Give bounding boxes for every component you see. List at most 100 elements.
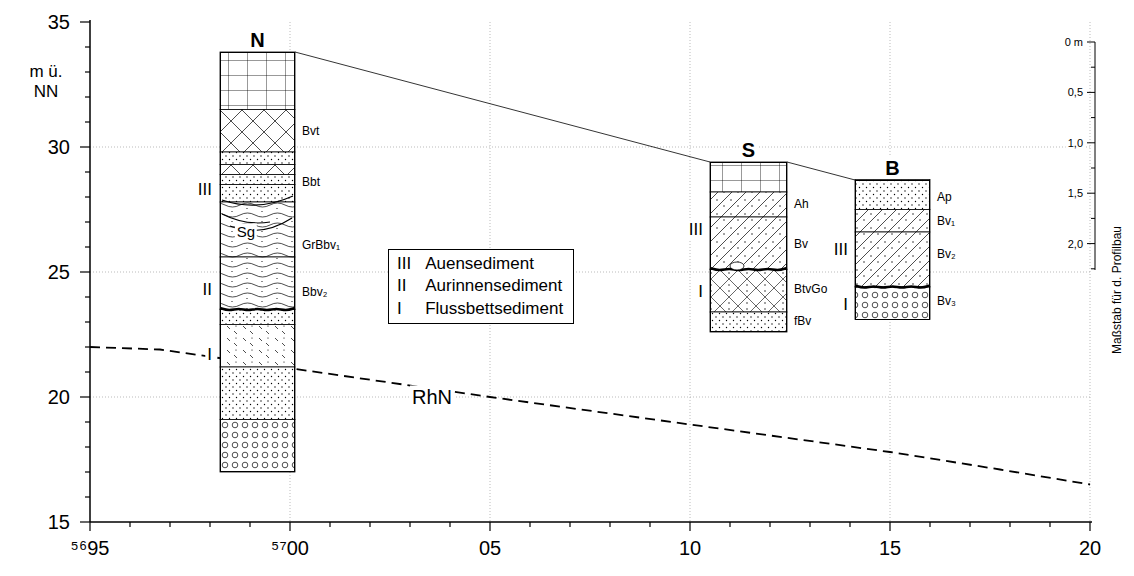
axis-tick xyxy=(85,346,90,347)
sediment-layer xyxy=(710,162,787,192)
axis-tick xyxy=(1087,243,1095,244)
layer-ground xyxy=(710,217,787,270)
unit-numeral: I xyxy=(205,345,214,365)
profile-name: B xyxy=(883,157,901,179)
y-tick-label: 15 xyxy=(46,511,72,534)
x-tick-label: 10 xyxy=(677,537,703,560)
profile-column xyxy=(855,180,930,320)
layer-ground xyxy=(855,232,930,287)
scale-tick-label: 0 m xyxy=(1063,36,1085,49)
layer-ground xyxy=(220,310,295,325)
x-tick-label: 05 xyxy=(477,537,503,560)
legend-numeral: II xyxy=(397,276,411,296)
axis-tick xyxy=(889,522,890,531)
sediment-layer xyxy=(220,152,295,165)
unit-numeral: III xyxy=(832,240,850,260)
horizon-label: Bbt xyxy=(300,176,322,190)
scale-tick-label: 1,0 xyxy=(1066,136,1085,149)
sediment-layer xyxy=(855,180,930,210)
unit-numeral: I xyxy=(696,282,705,302)
sediment-layer xyxy=(710,312,787,332)
axis-tick xyxy=(89,522,90,531)
legend-text: Aurinnensediment xyxy=(425,276,563,296)
axis-tick xyxy=(209,522,210,527)
axis-tick xyxy=(1091,268,1095,269)
axis-tick xyxy=(85,246,90,247)
axis-tick xyxy=(80,21,90,22)
axis-tick xyxy=(85,446,90,447)
axis-tick xyxy=(649,522,650,527)
layer-ground xyxy=(220,325,295,368)
x-tick-label: ⁵⁷00 xyxy=(269,537,311,560)
horizon-label: Ap xyxy=(935,191,954,205)
axis-tick xyxy=(369,522,370,527)
axis-tick xyxy=(409,522,410,527)
layer-ground xyxy=(220,175,295,185)
horizon-label: Sg xyxy=(235,223,257,240)
legend-box: IIIAuensedimentIIAurinnensedimentIFlussb… xyxy=(388,249,574,324)
horizon-label: Bv₁ xyxy=(935,215,957,229)
axis-tick xyxy=(85,321,90,322)
sediment-layer xyxy=(220,202,295,257)
axis-tick xyxy=(1091,168,1095,169)
sediment-layer xyxy=(855,210,930,233)
sediment-layer xyxy=(220,325,295,368)
layer-ground xyxy=(710,312,787,332)
scale-line xyxy=(1095,42,1096,270)
sediment-layer xyxy=(220,165,295,175)
legend-numeral: I xyxy=(397,299,411,319)
horizon-label: GrBbv₁ xyxy=(300,239,342,253)
profile-name: S xyxy=(740,139,757,161)
horizon-label: fBv xyxy=(792,315,813,329)
axis-tick xyxy=(609,522,610,527)
profile-column-box: N xyxy=(220,52,295,472)
sediment-layer xyxy=(220,175,295,185)
pebble xyxy=(730,262,744,270)
axis-tick xyxy=(449,522,450,527)
axis-tick xyxy=(85,121,90,122)
axis-tick xyxy=(1087,92,1095,93)
sediment-layer xyxy=(710,270,787,313)
horizon-label: Bvt xyxy=(300,125,321,139)
layer-ground xyxy=(220,52,295,110)
axis-tick xyxy=(169,522,170,527)
axis-tick xyxy=(1049,522,1050,527)
horizon-label: Bbv₂ xyxy=(300,286,329,300)
scale-tick-label: 2,0 xyxy=(1066,237,1085,250)
layer-ground xyxy=(220,420,295,473)
axis-tick xyxy=(85,421,90,422)
sediment-layer xyxy=(855,287,930,320)
horizon-label: Bv xyxy=(792,238,810,252)
sediment-layer xyxy=(855,232,930,287)
axis-tick xyxy=(529,522,530,527)
profile-column xyxy=(220,52,295,472)
axis-tick xyxy=(80,521,90,522)
profile-column-box: B xyxy=(855,180,930,320)
x-axis xyxy=(90,521,1092,523)
scale-tick-label: 1,5 xyxy=(1066,187,1085,200)
axis-tick xyxy=(1009,522,1010,527)
axis-tick xyxy=(809,522,810,527)
axis-tick xyxy=(929,522,930,527)
layer-ground xyxy=(220,152,295,165)
scale-tick-label: 0,5 xyxy=(1066,86,1085,99)
axis-tick xyxy=(85,221,90,222)
axis-tick xyxy=(1091,218,1095,219)
y-tick-label: 35 xyxy=(46,11,72,34)
profile-name: N xyxy=(248,29,266,51)
surface-line xyxy=(787,162,855,180)
layer-ground xyxy=(220,367,295,420)
axis-tick xyxy=(129,522,130,527)
axis-tick xyxy=(1089,522,1090,531)
axis-tick xyxy=(85,71,90,72)
horizon-label: Bv₂ xyxy=(935,248,958,262)
layer-ground xyxy=(855,210,930,233)
erosion-boundary xyxy=(855,286,930,288)
line-label: RhN xyxy=(410,386,454,409)
axis-tick xyxy=(85,171,90,172)
grid-lines xyxy=(90,22,1090,522)
axis-tick xyxy=(1087,193,1095,194)
sediment-layer xyxy=(220,367,295,420)
axis-tick xyxy=(489,522,490,531)
axis-tick xyxy=(689,522,690,531)
